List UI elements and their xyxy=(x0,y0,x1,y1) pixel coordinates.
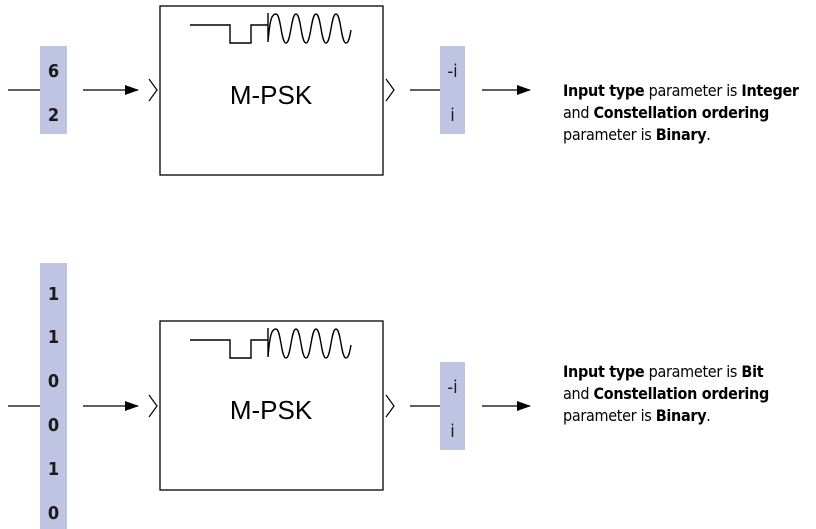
input-port xyxy=(148,394,158,418)
mpsk-block[interactable] xyxy=(159,320,384,491)
input-value: 0 xyxy=(48,503,59,524)
input-value: 6 xyxy=(48,61,59,82)
note-text: parameter is xyxy=(644,362,742,381)
input-value: 0 xyxy=(48,415,59,436)
note-integer: Input type parameter is Integer and Cons… xyxy=(563,80,813,146)
output-value: -i xyxy=(447,377,457,398)
input-value: 2 xyxy=(48,105,59,126)
note-param: Input type xyxy=(563,362,645,381)
note-param: Constellation ordering xyxy=(593,103,769,122)
note-param: Input type xyxy=(563,81,645,100)
note-param: Binary xyxy=(655,125,707,144)
block-label: M-PSK xyxy=(230,395,313,425)
note-text: and xyxy=(563,384,594,403)
note-text: parameter is xyxy=(563,125,656,144)
square-wave-to-sine-wave-icon xyxy=(190,328,352,359)
note-text: parameter is xyxy=(563,406,656,425)
output-value: i xyxy=(450,105,455,126)
mpsk-block[interactable] xyxy=(159,5,384,176)
note-bit: Input type parameter is Bit and Constell… xyxy=(563,361,813,427)
diagram-integer: 6 2 M-PSK -i i xyxy=(8,5,531,176)
output-value: -i xyxy=(447,61,457,82)
output-vector xyxy=(440,362,465,450)
note-param: Bit xyxy=(741,362,764,381)
input-vector xyxy=(40,46,67,134)
diagram-bit: 1 1 0 0 1 0 M-PSK -i i xyxy=(8,263,531,529)
note-param: Integer xyxy=(741,81,799,100)
output-port xyxy=(385,394,395,418)
note-text: . xyxy=(706,125,711,144)
note-text: parameter is xyxy=(644,81,742,100)
square-wave-to-sine-wave-icon xyxy=(190,13,352,44)
block-label: M-PSK xyxy=(230,80,313,110)
note-text: and xyxy=(563,103,594,122)
note-param: Binary xyxy=(655,406,707,425)
input-value: 0 xyxy=(48,371,59,392)
input-port xyxy=(148,78,158,102)
output-value: i xyxy=(450,421,455,442)
input-vector xyxy=(40,263,67,529)
output-port xyxy=(385,78,395,102)
note-param: Constellation ordering xyxy=(593,384,769,403)
output-vector xyxy=(440,46,465,134)
note-text: . xyxy=(706,406,711,425)
input-value: 1 xyxy=(48,459,59,480)
input-value: 1 xyxy=(48,284,59,305)
input-value: 1 xyxy=(48,327,59,348)
